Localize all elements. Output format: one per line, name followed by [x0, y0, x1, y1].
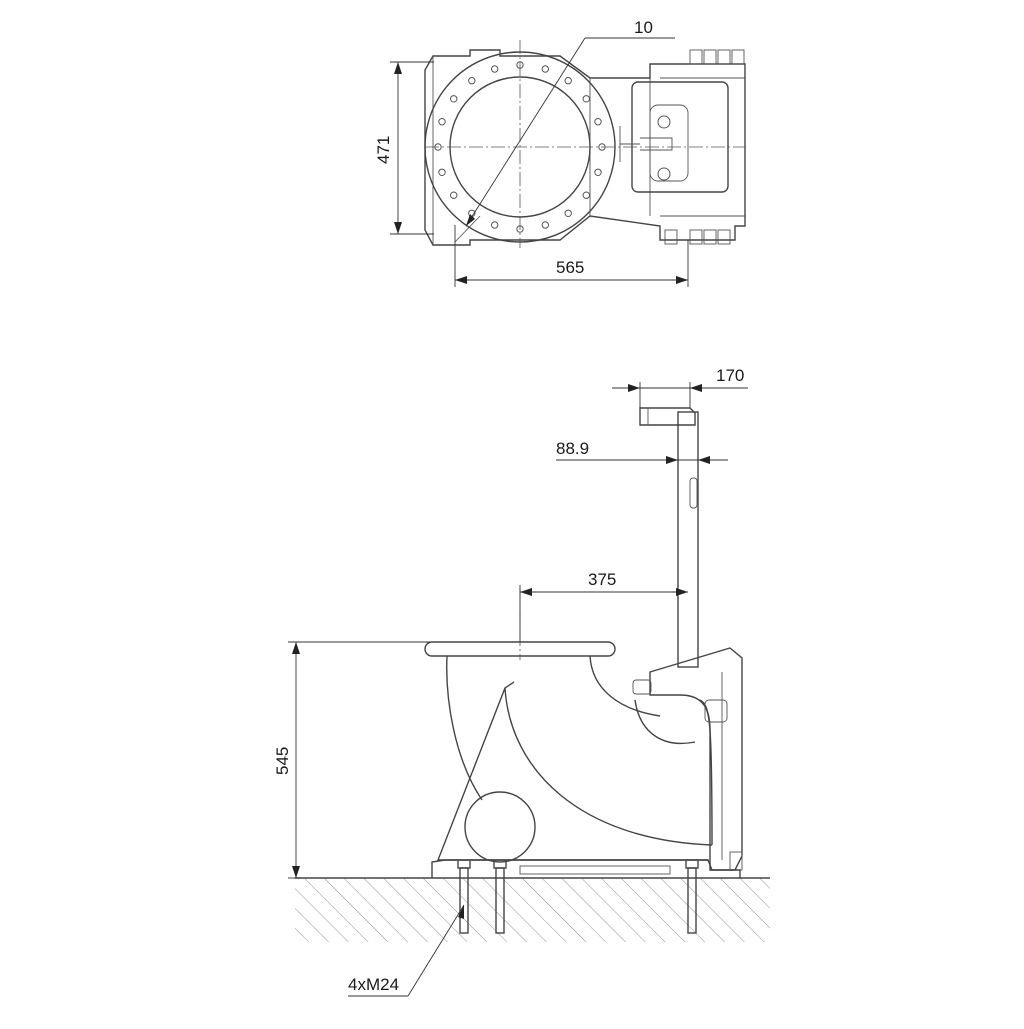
bolt-hole: [582, 191, 590, 199]
bolt-hole: [450, 95, 458, 103]
dim-flange-thickness-label: 10: [634, 18, 653, 37]
dim-pipe-to-center-label: 375: [588, 570, 616, 589]
bolt-hole: [438, 168, 446, 177]
bolt-hole: [468, 77, 476, 85]
dim-width-label: 471: [374, 136, 393, 164]
bolt-hole: [564, 77, 572, 85]
anchor-bolt: [456, 859, 472, 934]
dim-length: 565: [454, 225, 689, 287]
bolt-hole: [450, 191, 458, 199]
dim-pipe-diameter: 88.9: [556, 439, 728, 464]
dim-bracket-offset: 170: [612, 366, 748, 408]
bolt-hole: [564, 209, 572, 218]
anchor-bolt: [492, 859, 508, 934]
dim-bracket-offset-label: 170: [716, 366, 744, 385]
ground: [295, 877, 770, 942]
dim-width: 471: [374, 61, 434, 235]
bolt-hole: [594, 168, 602, 177]
dim-pipe-diameter-label: 88.9: [556, 439, 589, 458]
bolt-hole: [438, 118, 446, 126]
bolt-hole: [491, 65, 499, 73]
dim-length-label: 565: [556, 258, 584, 277]
top-view-motor-block: [619, 81, 729, 193]
anchor-bolts: [456, 859, 700, 934]
bolt-hole: [594, 118, 602, 126]
anchor-bolt-callout-label: 4xM24: [348, 975, 399, 994]
bolt-hole: [541, 65, 549, 73]
bolt-hole: [541, 221, 549, 229]
dim-pipe-to-center: 375: [519, 570, 688, 642]
bolt-hole: [582, 95, 590, 103]
anchor-bolt-callout: 4xM24: [348, 904, 465, 997]
dim-height-label: 545: [273, 747, 292, 775]
guide-pipe: [639, 407, 699, 668]
top-view: 10 471 565: [374, 18, 746, 287]
elbow-body: [436, 655, 713, 863]
base-plate: [431, 859, 741, 878]
top-view-bolt-tabs: [664, 49, 745, 245]
pump-bracket: [632, 647, 743, 871]
dim-height: 545: [273, 641, 430, 879]
anchor-bolt: [684, 859, 700, 934]
bolt-hole: [491, 221, 499, 229]
side-view: 170 88.9 375 545: [273, 366, 770, 997]
top-view-center-lines: [425, 40, 745, 248]
dim-flange-thickness: 10: [465, 18, 675, 227]
